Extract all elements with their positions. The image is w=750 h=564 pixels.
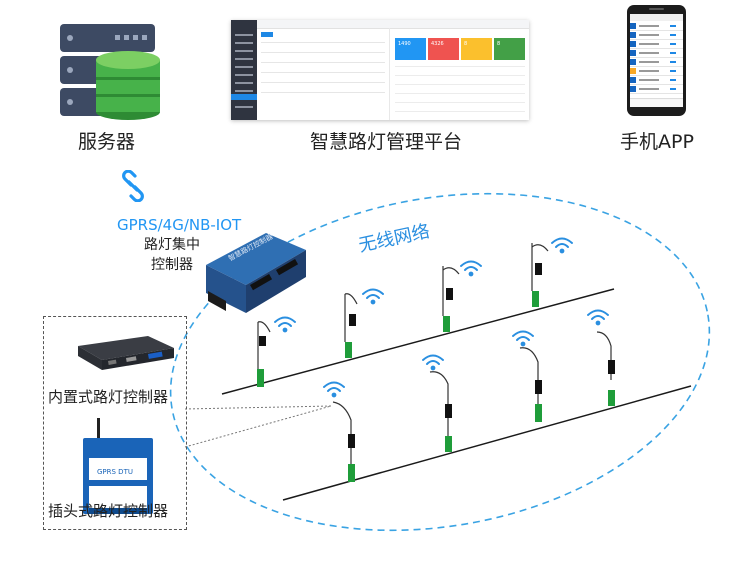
road-front (282, 385, 692, 501)
street-lamp-icon (596, 331, 615, 406)
phone-image (627, 5, 686, 116)
builtin-controller-device (78, 336, 174, 370)
dashboard-card-green: 8 (494, 38, 525, 60)
wifi-signal-icon (323, 381, 345, 398)
street-lamp-icon (519, 347, 542, 422)
server-database-icon (60, 24, 160, 120)
wifi-signal-icon (422, 354, 444, 371)
street-lamp-icon (332, 401, 355, 482)
wifi-signal-icon (587, 309, 609, 326)
dashboard-card-red: 4326 (428, 38, 459, 60)
concentrator-label-line2: 控制器 (151, 257, 193, 273)
wifi-signal-icon (512, 330, 534, 347)
dashboard-table (261, 42, 385, 102)
chain-link-icon (122, 170, 144, 202)
concentrator-label-line1: 路灯集中 (144, 237, 200, 253)
leader-line-plugin (184, 405, 332, 448)
network-types-label: GPRS/4G/NB-IOT (117, 216, 242, 234)
platform-dashboard-image: 1490 4326 8 8 (231, 20, 529, 120)
street-lamp-icon (531, 243, 549, 307)
dashboard-panel (395, 66, 525, 116)
plugin-controller-label: 插头式路灯控制器 (48, 502, 169, 520)
plugin-controller-device: GPRS DTU (83, 418, 153, 514)
wifi-signal-icon (362, 288, 384, 305)
street-lamp-icon (257, 321, 271, 387)
dashboard-card-yellow: 8 (461, 38, 492, 60)
wifi-signal-icon (274, 316, 296, 333)
street-lamp-icon (344, 293, 358, 358)
builtin-controller-label: 内置式路灯控制器 (48, 388, 169, 406)
dashboard-card-blue: 1490 (395, 38, 426, 60)
wireless-network-boundary (169, 192, 711, 532)
dashboard-sidebar (231, 20, 257, 120)
wifi-signal-icon (460, 260, 482, 277)
server-label: 服务器 (78, 131, 136, 153)
plugin-device-name: GPRS DTU (97, 468, 133, 476)
platform-label: 智慧路灯管理平台 (310, 131, 463, 153)
street-lamp-icon (429, 371, 452, 452)
leader-line-builtin (184, 405, 332, 410)
wifi-signal-icon (551, 237, 573, 254)
road-back (221, 288, 615, 395)
mobile-app-label: 手机APP (620, 131, 694, 153)
controllers-group-box (43, 316, 187, 530)
concentrator-device: 智慧路灯控制器 (206, 232, 306, 313)
street-lamp-icon (442, 266, 460, 332)
